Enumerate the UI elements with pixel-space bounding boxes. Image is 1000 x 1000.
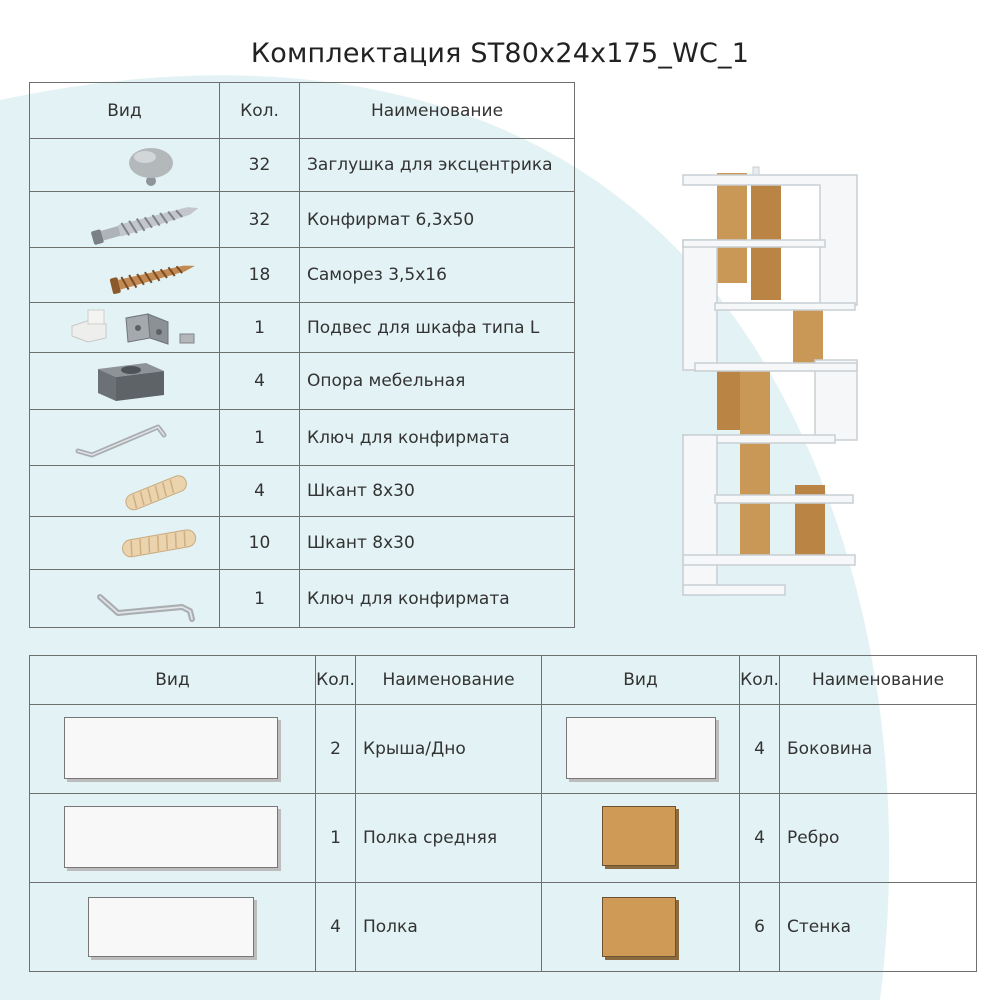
table-row: 10 Шкант 8x30 — [29, 516, 575, 570]
confirmat-screw-cell — [29, 191, 220, 248]
wood-screw-cell — [29, 247, 220, 303]
header-view: Вид — [29, 655, 316, 705]
table-row: 1 Полка средняя 4 Ребро — [29, 793, 977, 883]
name-cell: Боковина — [779, 704, 977, 794]
wood-panel-image — [602, 806, 676, 866]
name-cell: Полка — [355, 882, 542, 972]
qty-cell: 4 — [739, 704, 780, 794]
qty-cell: 6 — [739, 882, 780, 972]
hex-key-icon — [75, 424, 167, 457]
header-name: Наименование — [299, 82, 575, 139]
cabinet-hanger-cell — [29, 302, 220, 353]
cabinet-hanger-icon — [71, 309, 195, 345]
name-cell: Стенка — [779, 882, 977, 972]
hex-key-icon — [97, 593, 195, 622]
panels-table-header: Вид Кол. Наименование Вид Кол. Наименова… — [29, 655, 977, 705]
table-row: 32 Конфирмат 6,3x50 — [29, 191, 575, 248]
dowel-cell — [29, 516, 220, 570]
dowel-cell — [29, 465, 220, 517]
cap-plug-cell — [29, 138, 220, 192]
qty-cell: 1 — [315, 793, 356, 883]
shelf-unit-drawing — [682, 166, 858, 596]
header-view: Вид — [541, 655, 740, 705]
table-row: 2 Крыша/Дно 4 Боковина — [29, 704, 977, 794]
header-qty: Кол. — [219, 82, 300, 139]
qty-cell: 4 — [219, 352, 300, 410]
qty-cell: 4 — [219, 465, 300, 517]
qty-cell: 32 — [219, 138, 300, 192]
roof-bottom-panel-cell — [29, 704, 316, 794]
wall-panel-cell — [541, 882, 740, 972]
header-name: Наименование — [355, 655, 542, 705]
qty-cell: 1 — [219, 409, 300, 466]
confirmat-screw-icon — [91, 206, 199, 245]
qty-cell: 10 — [219, 516, 300, 570]
dowel-icon — [122, 529, 197, 558]
qty-cell: 4 — [315, 882, 356, 972]
name-cell: Полка средняя — [355, 793, 542, 883]
panels-table: Вид Кол. Наименование Вид Кол. Наименова… — [29, 655, 977, 972]
table-row: 1 Ключ для конфирмата — [29, 569, 575, 628]
table-row: 32 Заглушка для эксцентрика — [29, 138, 575, 192]
qty-cell: 1 — [219, 302, 300, 353]
page-title: Комплектация ST80x24x175_WC_1 — [250, 38, 750, 69]
name-cell: Заглушка для эксцентрика — [299, 138, 575, 192]
white-panel-image — [64, 717, 278, 779]
qty-cell: 18 — [219, 247, 300, 303]
name-cell: Ребро — [779, 793, 977, 883]
name-cell: Шкант 8x30 — [299, 516, 575, 570]
shelf-panel-cell — [29, 882, 316, 972]
side-panel-cell — [541, 704, 740, 794]
dowel-icon — [125, 475, 187, 511]
table-row: 18 Саморез 3,5x16 — [29, 247, 575, 303]
hex-key-cell — [29, 569, 220, 628]
name-cell: Ключ для конфирмата — [299, 569, 575, 628]
shelf-unit-illustration — [665, 145, 870, 610]
table-row: 4 Опора мебельная — [29, 352, 575, 410]
hex-key-cell — [29, 409, 220, 466]
wood-panel-image — [602, 897, 676, 957]
qty-cell: 32 — [219, 191, 300, 248]
hardware-table: Вид Кол. Наименование 32 Заглушка для эк… — [29, 82, 575, 628]
white-panel-image — [64, 806, 278, 868]
table-row: 1 Подвес для шкафа типа L — [29, 302, 575, 353]
qty-cell: 1 — [219, 569, 300, 628]
name-cell: Конфирмат 6,3x50 — [299, 191, 575, 248]
name-cell: Подвес для шкафа типа L — [299, 302, 575, 353]
header-view: Вид — [29, 82, 220, 139]
name-cell: Ключ для конфирмата — [299, 409, 575, 466]
name-cell: Шкант 8x30 — [299, 465, 575, 517]
table-row: 4 Шкант 8x30 — [29, 465, 575, 517]
furniture-foot-icon — [98, 363, 164, 401]
hardware-table-header: Вид Кол. Наименование — [29, 82, 575, 139]
header-name: Наименование — [779, 655, 977, 705]
furniture-foot-cell — [29, 352, 220, 410]
name-cell: Саморез 3,5x16 — [299, 247, 575, 303]
table-row: 1 Ключ для конфирмата — [29, 409, 575, 466]
qty-cell: 4 — [739, 793, 780, 883]
name-cell: Опора мебельная — [299, 352, 575, 410]
header-qty: Кол. — [315, 655, 356, 705]
qty-cell: 2 — [315, 704, 356, 794]
rib-panel-cell — [541, 793, 740, 883]
table-row: 4 Полка 6 Стенка — [29, 882, 977, 972]
cap-plug-icon — [129, 148, 173, 186]
name-cell: Крыша/Дно — [355, 704, 542, 794]
wood-screw-icon — [109, 265, 195, 294]
header-qty: Кол. — [739, 655, 780, 705]
white-panel-image — [566, 717, 716, 779]
middle-shelf-cell — [29, 793, 316, 883]
white-panel-image — [88, 897, 254, 957]
